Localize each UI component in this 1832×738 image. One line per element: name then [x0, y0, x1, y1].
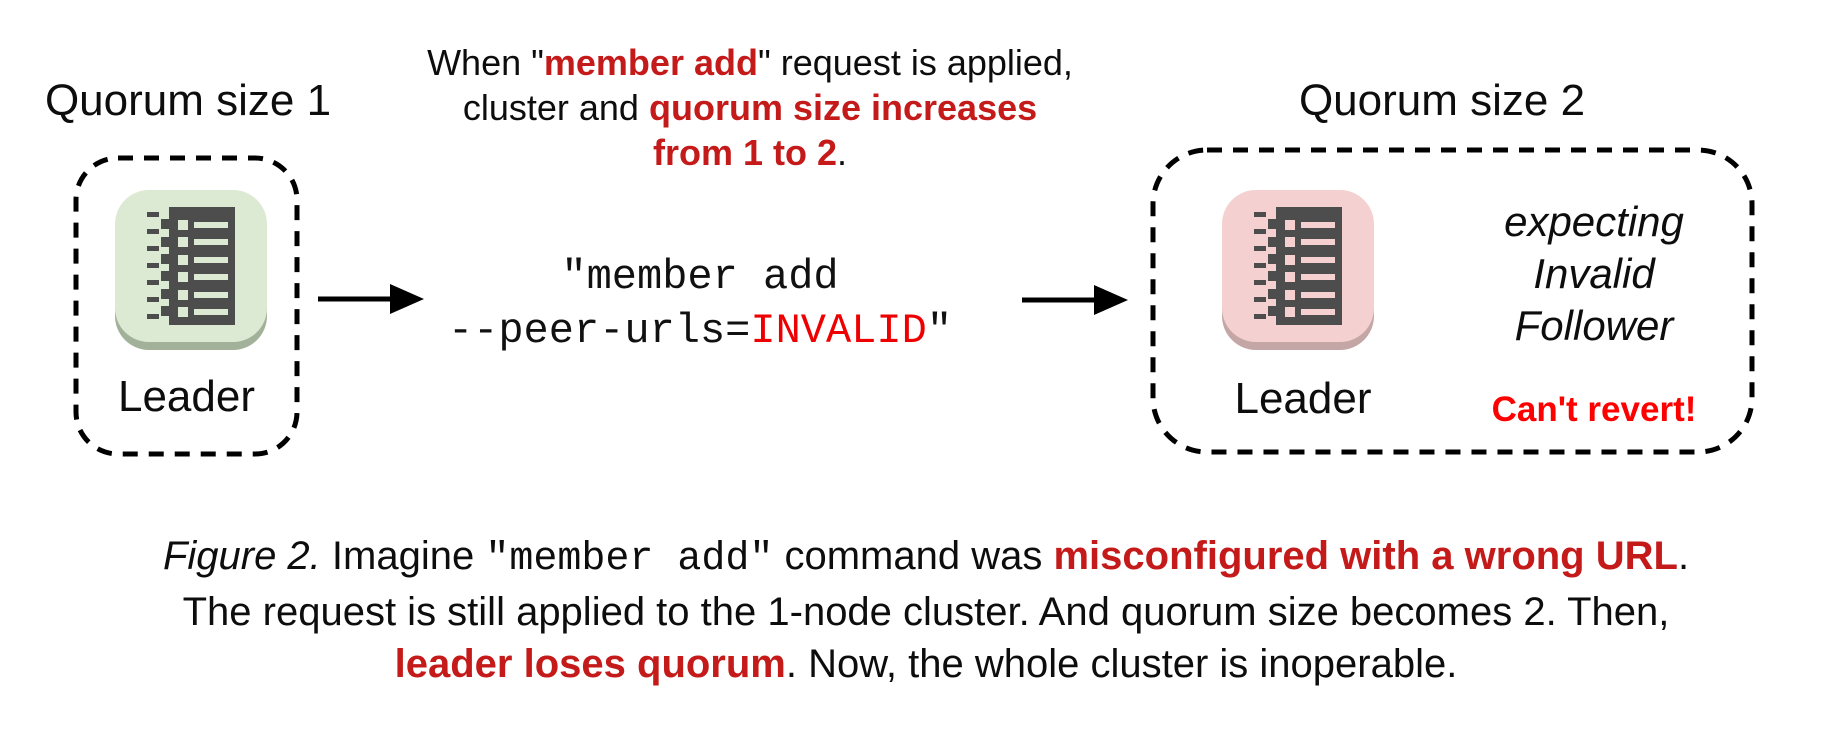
caption-line-3: leader loses quorum. Now, the whole clus…	[10, 638, 1832, 690]
status-line: expecting	[1504, 198, 1684, 245]
caption-emphasis: leader loses quorum	[394, 642, 786, 686]
note-text: " request is applied,	[757, 42, 1073, 83]
left-cluster-boundary	[73, 155, 300, 457]
caption-text: command was	[773, 534, 1054, 578]
right-leader-label: Leader	[1234, 374, 1372, 423]
member-add-command: "member add --peer-urls=INVALID"	[395, 250, 1005, 358]
figure-caption: Figure 2. Imagine "member add" command w…	[10, 530, 1832, 690]
left-leader-node	[115, 190, 267, 342]
note-emphasis: member add	[543, 42, 758, 83]
member-add-note: When "member add" request is applied, cl…	[390, 40, 1110, 175]
note-line-1: When "member add" request is applied,	[390, 40, 1110, 85]
note-line-3: from 1 to 2.	[390, 130, 1110, 175]
right-cluster-title: Quorum size 2	[1298, 76, 1586, 125]
invalid-url-text: INVALID	[750, 307, 927, 355]
list-icon	[147, 207, 235, 325]
list-icon	[1254, 207, 1342, 325]
arrow-right-icon	[318, 284, 424, 314]
caption-line-2: The request is still applied to the 1-no…	[182, 590, 1670, 634]
command-text: "	[926, 307, 953, 355]
left-leader-label: Leader	[117, 372, 255, 421]
status-line: Invalid	[1533, 250, 1655, 297]
command-line-2: --peer-urls=INVALID"	[395, 304, 1005, 358]
note-line-2: cluster and quorum size increases	[390, 85, 1110, 130]
note-text: cluster and	[462, 87, 649, 128]
figure-number: Figure 2.	[162, 534, 321, 578]
status-line: Follower	[1514, 302, 1674, 349]
right-cluster-boundary	[1150, 147, 1755, 455]
command-text: --peer-urls=	[447, 307, 751, 355]
right-leader-node	[1222, 190, 1374, 342]
note-text: When "	[427, 42, 544, 83]
arrow-right-icon	[1022, 285, 1128, 315]
caption-text: Imagine	[320, 534, 486, 578]
note-text: .	[837, 132, 848, 173]
caption-line-1: Figure 2. Imagine "member add" command w…	[10, 530, 1832, 586]
caption-code: "member add"	[485, 537, 774, 582]
note-emphasis: from 1 to 2	[652, 132, 837, 173]
caption-text: . Now, the whole cluster is inoperable.	[785, 642, 1458, 686]
left-cluster-title: Quorum size 1	[44, 76, 332, 125]
caption-emphasis: misconfigured with a wrong URL	[1053, 534, 1678, 578]
cant-revert-warning: Can't revert!	[1491, 390, 1697, 429]
note-emphasis: quorum size increases	[648, 87, 1038, 128]
caption-text: .	[1677, 534, 1690, 578]
command-line-1: "member add	[561, 253, 839, 301]
expected-follower-status: expecting Invalid Follower	[1429, 196, 1759, 352]
